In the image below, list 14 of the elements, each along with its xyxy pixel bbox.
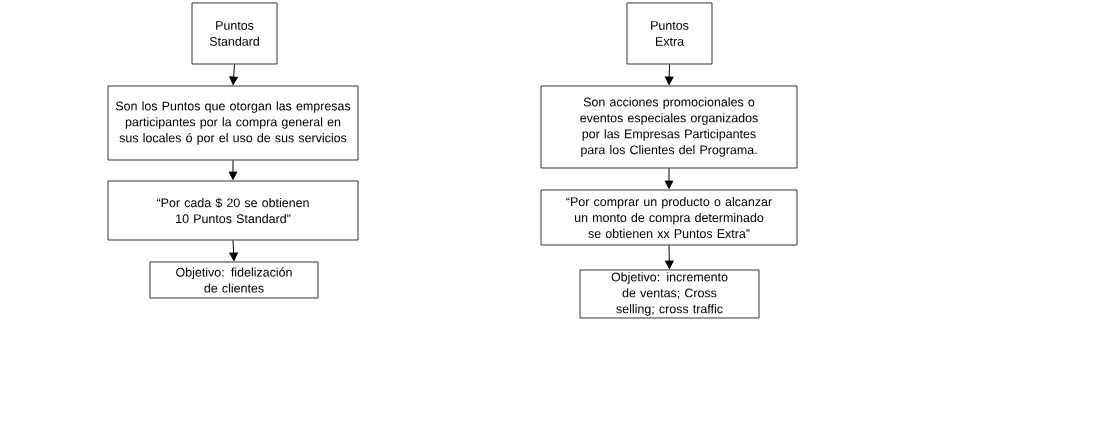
process-box: Puntos Standard (191, 2, 278, 65)
process-box: Objetivo: fidelización de clientes (149, 261, 319, 299)
arrow (229, 63, 238, 85)
arrow (664, 167, 674, 189)
process-box: “Por comprar un producto o alcanzar un monto de compra determinado se obtienen xx Puntos Extra” (540, 189, 798, 246)
process-box: Son acciones promocionales o eventos especiales organizados por las Empresas Participantes para los Clientes del Programa. (540, 85, 798, 169)
process-box: Son los Puntos que otorgan las empresas participantes por la compra general en sus locales ó por el uso de sus servicios (107, 85, 359, 161)
process-box: “Por cada $ 20 se obtienen 10 Puntos Standard” (107, 180, 359, 241)
process-box: Objetivo: incremento de ventas; Cross selling; cross traffic (579, 269, 760, 319)
arrow (229, 239, 238, 261)
arrow (228, 159, 238, 180)
process-box: Puntos Extra (626, 2, 713, 65)
arrow (665, 244, 674, 269)
arrow (664, 63, 674, 85)
